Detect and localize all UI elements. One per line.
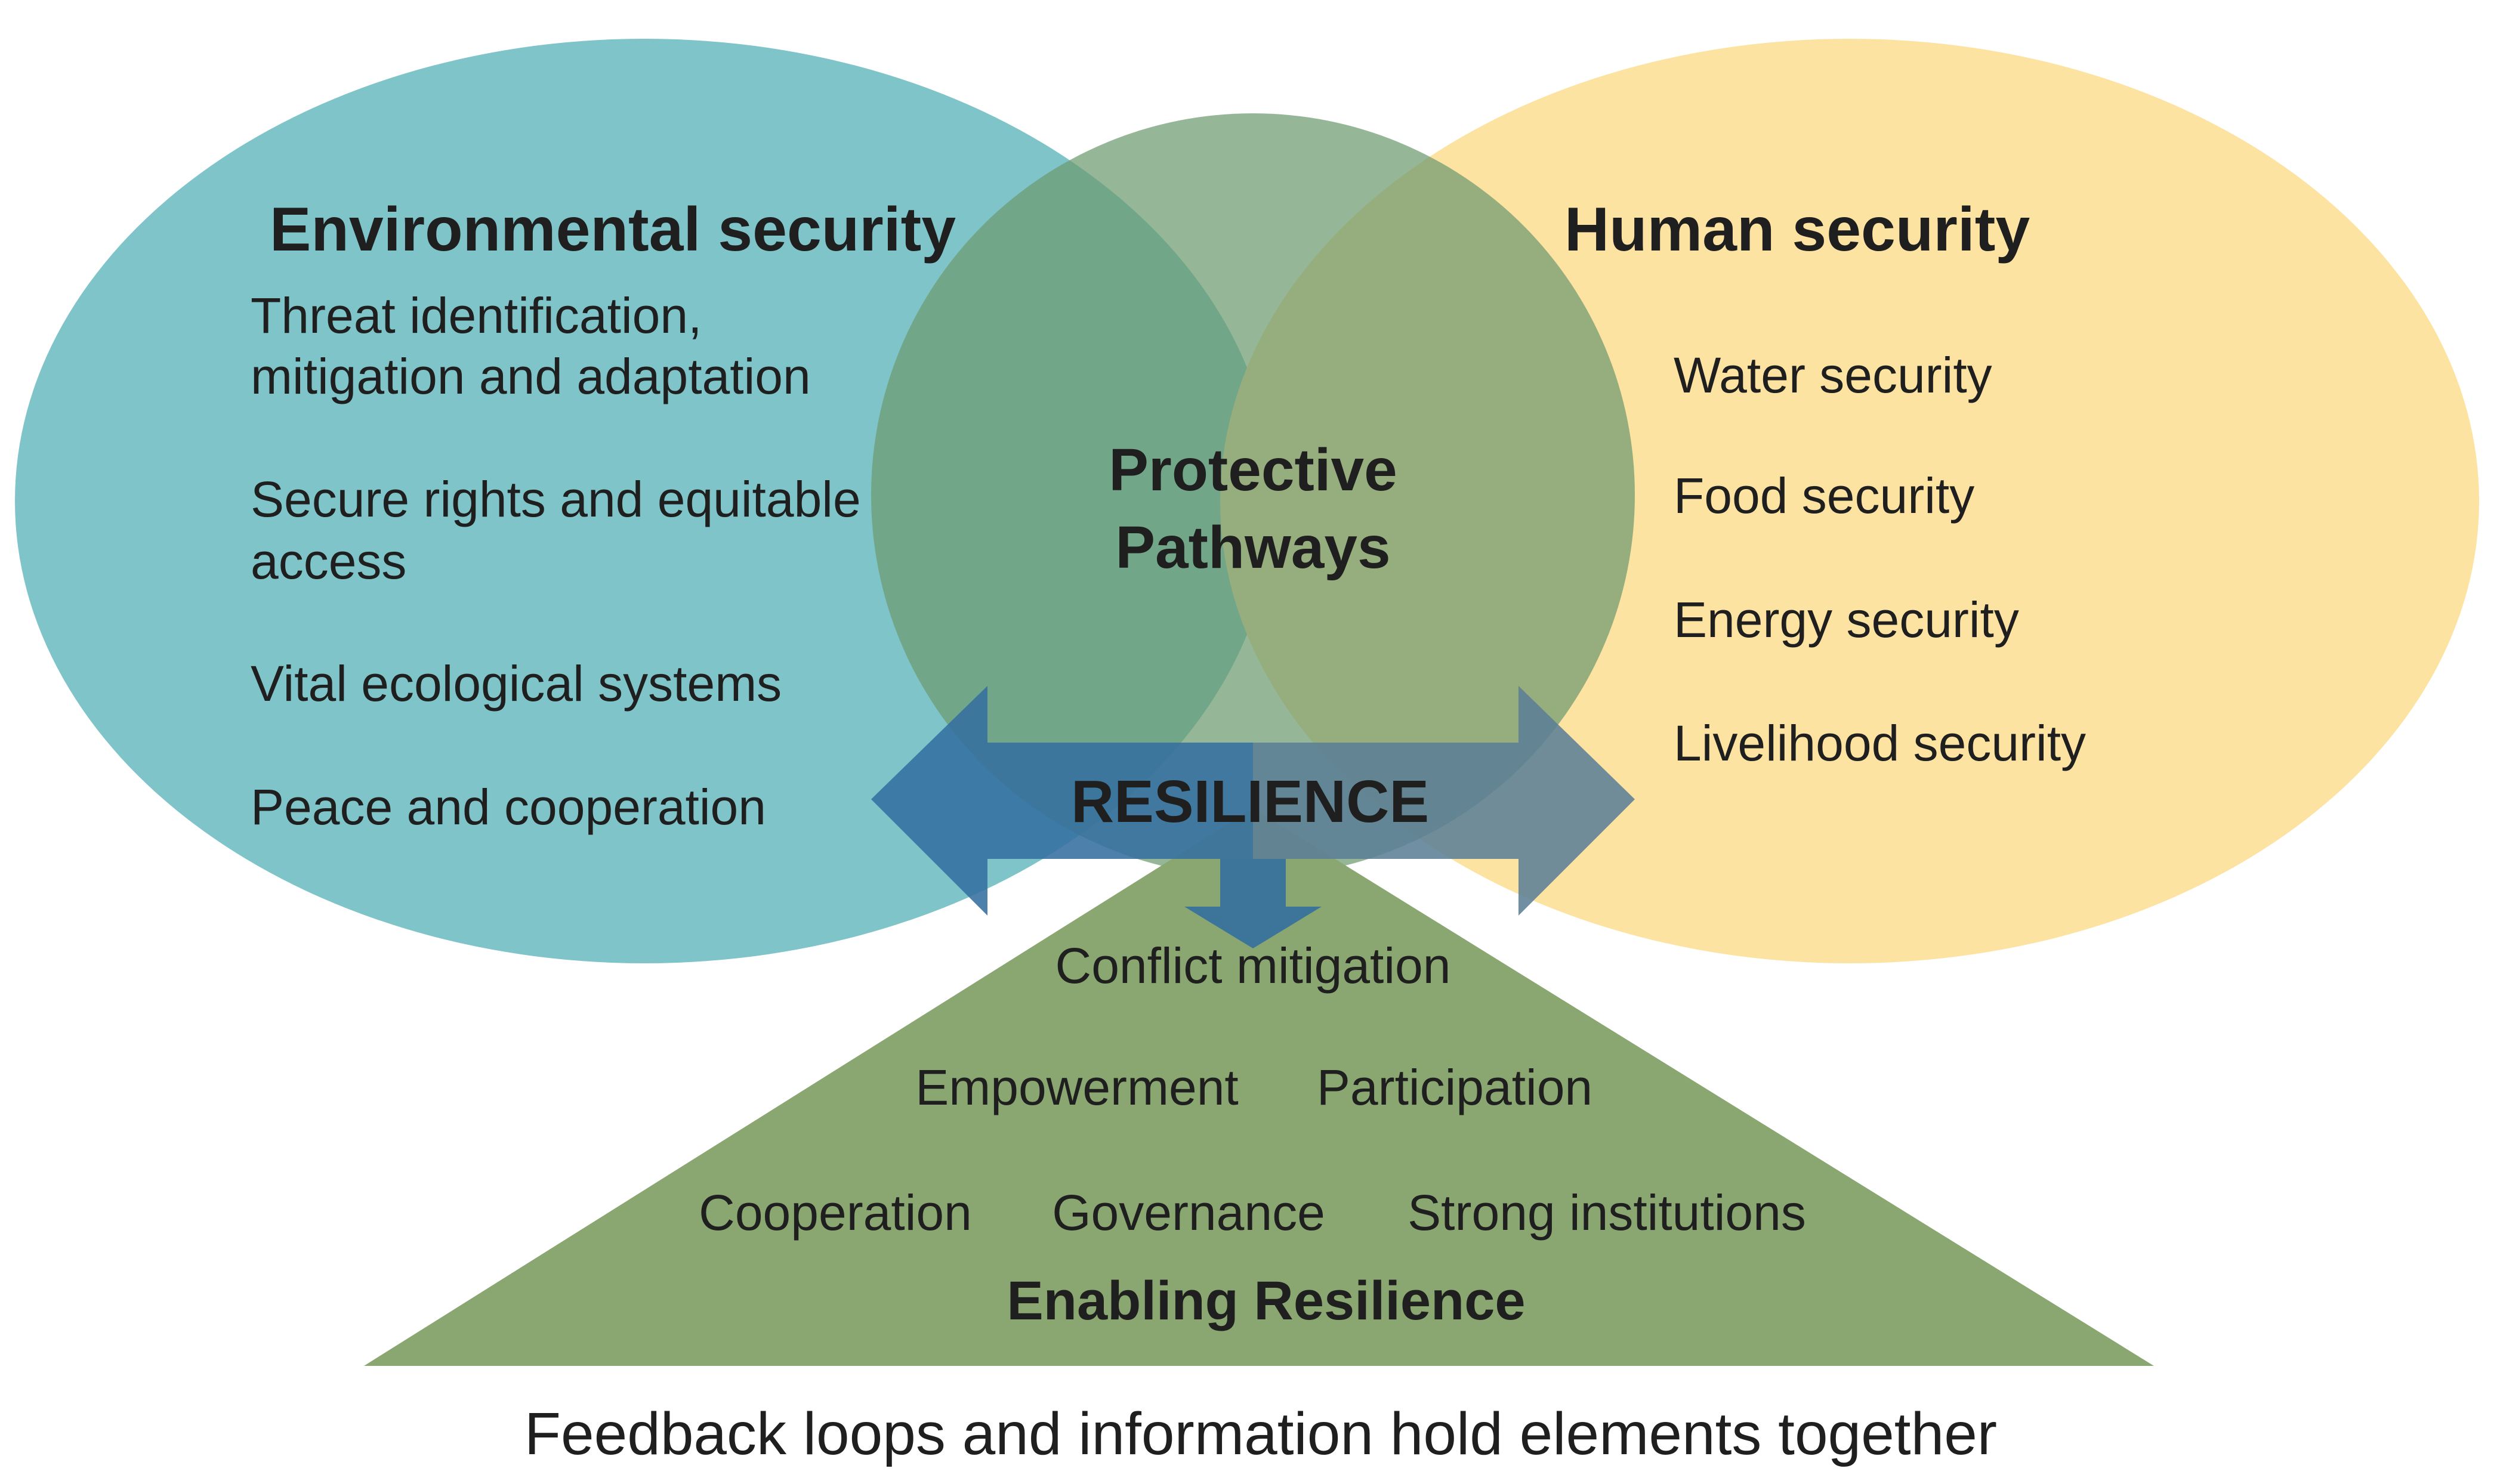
environmental-item-3: Vital ecological systems xyxy=(251,656,782,712)
environmental-item-2-line-1: Secure rights and equitable xyxy=(251,471,861,527)
human-security-title: Human security xyxy=(1564,195,2030,264)
protective-pathways-circle xyxy=(871,113,1635,877)
environmental-item-1-line-1: Threat identification, xyxy=(251,287,702,344)
enabling-item-governance: Governance xyxy=(1052,1185,1325,1241)
environmental-security-title: Environmental security xyxy=(270,195,956,264)
human-item-energy: Energy security xyxy=(1674,592,2019,648)
enabling-item-participation: Participation xyxy=(1317,1059,1592,1115)
environmental-item-2-line-2: access xyxy=(251,533,406,589)
enabling-resilience-triangle xyxy=(364,808,2154,1366)
human-item-livelihood: Livelihood security xyxy=(1674,715,2086,771)
resilience-arrow-right xyxy=(1253,686,1635,916)
enabling-item-strong-institutions: Strong institutions xyxy=(1408,1185,1806,1241)
enabling-item-conflict-mitigation: Conflict mitigation xyxy=(1055,938,1451,994)
protective-pathways-label-line-2: Pathways xyxy=(1115,514,1390,581)
resilience-label: RESILIENCE xyxy=(1071,768,1429,835)
environmental-item-4: Peace and cooperation xyxy=(251,779,766,835)
human-item-water: Water security xyxy=(1674,347,1992,403)
protective-pathways-label-line-1: Protective xyxy=(1109,437,1397,503)
enabling-resilience-title: Enabling Resilience xyxy=(1007,1270,1525,1331)
resilience-arrow-down xyxy=(1184,859,1322,948)
enabling-item-empowerment: Empowerment xyxy=(915,1059,1239,1115)
resilience-arrow-left xyxy=(871,686,1253,916)
environmental-item-1-line-2: mitigation and adaptation xyxy=(251,348,811,404)
enabling-item-cooperation: Cooperation xyxy=(699,1185,972,1241)
feedback-caption: Feedback loops and information hold elem… xyxy=(524,1400,1997,1467)
human-item-food: Food security xyxy=(1674,468,1974,524)
